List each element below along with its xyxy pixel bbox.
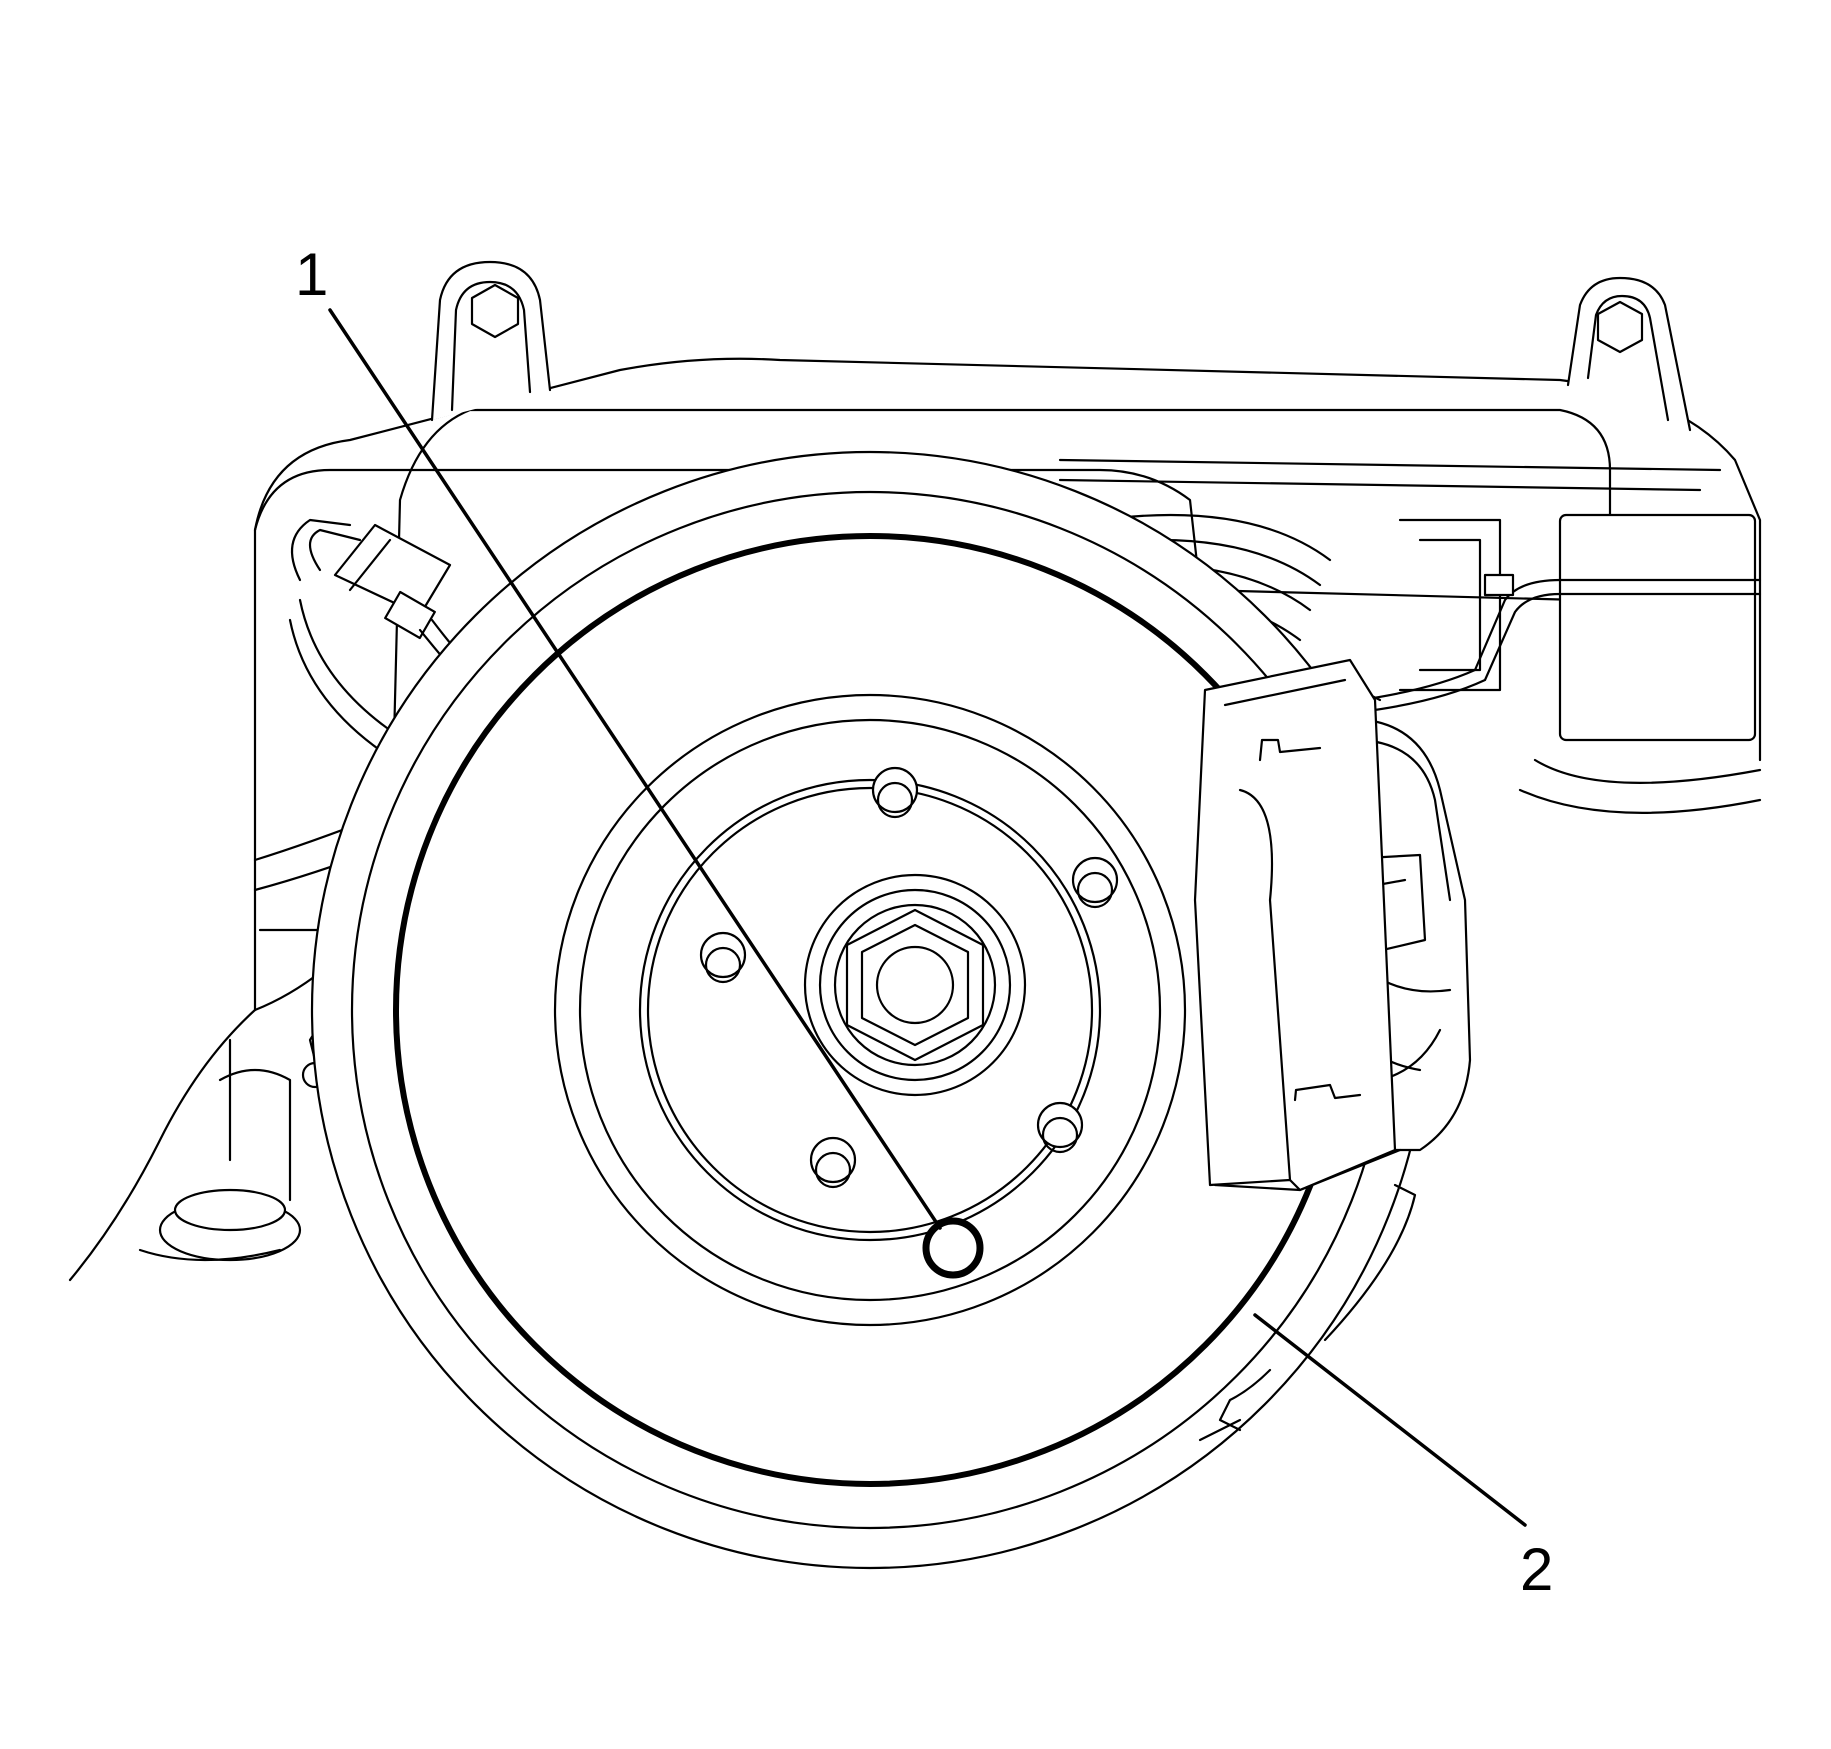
wheel-stud: [1036, 1101, 1084, 1154]
brake-line-right: [1358, 573, 1762, 714]
callout-2: 2: [1253, 1313, 1553, 1603]
wheel-stud: [1071, 856, 1119, 909]
callout-2-label: 2: [1520, 1536, 1553, 1603]
callout-1: 1: [295, 241, 942, 1230]
callout-1-leader-line: [328, 308, 942, 1230]
brake-line-left: [288, 518, 532, 782]
wheel-studs: [699, 766, 1119, 1189]
brake-caliper: [1193, 658, 1472, 1192]
wheel-stud: [699, 931, 747, 984]
dust-shield-edge: [1198, 1183, 1417, 1442]
callout-2-leader-line: [1253, 1313, 1527, 1527]
wheel-stud: [871, 766, 919, 819]
hex-bolt-icon: [470, 283, 520, 339]
mounting-tab-left: [430, 260, 552, 422]
wheel-stud: [809, 1136, 857, 1189]
mounting-tab-right: [1566, 276, 1692, 432]
lower-control-arm: [68, 798, 432, 1282]
rotor-locating-hole: [922, 1217, 984, 1279]
wheel-hub: [803, 873, 1027, 1097]
callout-1-label: 1: [295, 241, 328, 308]
shock-absorber-mount: [1398, 513, 1762, 814]
hex-bolt-icon: [1596, 300, 1644, 354]
